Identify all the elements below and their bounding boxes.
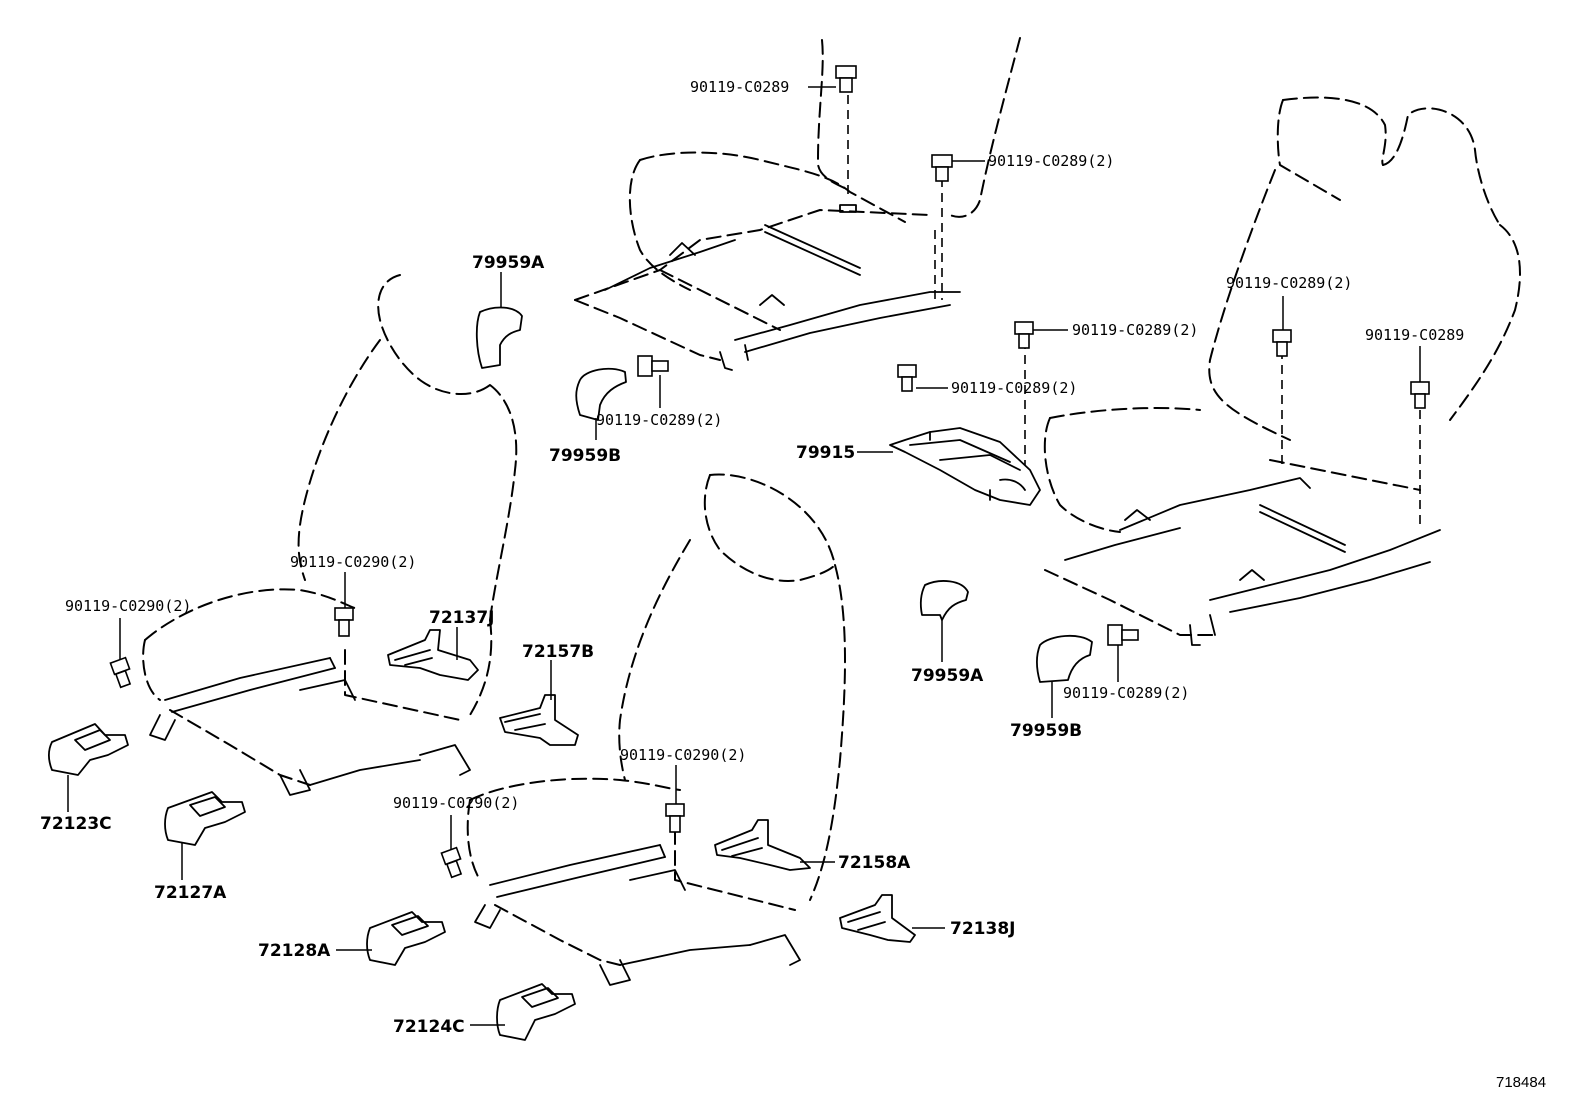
bracket-79915 — [889, 427, 1041, 506]
cover-79959A-mid — [919, 580, 969, 621]
label-bolt-mid-a: 90119-C0290(2) — [620, 746, 746, 764]
label-bolt-left-b: 90119-C0290(2) — [290, 553, 416, 571]
label-79959A-mid: 79959A — [911, 666, 984, 686]
label-72138J: 72138J — [950, 919, 1015, 939]
label-72124C: 72124C — [393, 1017, 465, 1037]
parts — [48, 306, 1093, 1041]
bolt-icon — [334, 607, 354, 637]
label-bolt-right-a: 90119-C0289(2) — [1226, 274, 1352, 292]
top-center-seat — [574, 37, 1021, 371]
bolt-icon — [637, 355, 669, 377]
label-79959A-top: 79959A — [472, 253, 545, 273]
label-bolt-center-under: 90119-C0289(2) — [596, 411, 722, 429]
hinge-72158A — [714, 819, 811, 871]
label-72128A: 72128A — [258, 941, 331, 961]
cover-79959B-mid — [1036, 635, 1093, 683]
middle-seat — [466, 473, 846, 986]
bolt-icon — [1014, 321, 1034, 349]
label-bolt-top-right: 90119-C0289(2) — [988, 152, 1114, 170]
label-72123C: 72123C — [40, 814, 112, 834]
bolt-icon — [1410, 381, 1430, 409]
bolt-icon — [835, 65, 857, 93]
cover-72127A — [164, 791, 246, 846]
labels: 90119-C0289 90119-C0289(2) 90119-C0289(2… — [40, 78, 1546, 1091]
label-bolt-left-a: 90119-C0290(2) — [65, 597, 191, 615]
bolt-icon — [665, 803, 685, 833]
bolt-icon — [897, 364, 917, 392]
reference-number: 718484 — [1496, 1074, 1546, 1091]
leaders — [67, 86, 1421, 1026]
bolts — [109, 65, 1430, 879]
hinge-72157B — [499, 694, 579, 746]
hinge-72138J — [839, 894, 916, 943]
label-bolt-right-b: 90119-C0289 — [1365, 326, 1464, 344]
label-72137J: 72137J — [429, 608, 494, 628]
label-bolt-center-right: 90119-C0289(2) — [1072, 321, 1198, 339]
label-bolt-mid-b: 90119-C0290(2) — [393, 794, 519, 812]
label-79959B-top: 79959B — [549, 446, 621, 466]
cover-72128A — [366, 911, 446, 966]
bolt-icon — [931, 154, 953, 182]
label-72158A: 72158A — [838, 853, 911, 873]
right-seat — [1024, 96, 1521, 646]
bolt-icon — [440, 846, 463, 879]
bolt-icon — [1107, 624, 1139, 646]
cover-79959B-top — [575, 367, 627, 421]
cover-79959A-top — [475, 306, 523, 369]
label-bolt-top-center: 90119-C0289 — [690, 78, 789, 96]
label-bolt-right-bottom: 90119-C0289(2) — [1063, 684, 1189, 702]
label-79915: 79915 — [796, 443, 855, 463]
label-72157B: 72157B — [522, 642, 594, 662]
label-79959B-mid: 79959B — [1010, 721, 1082, 741]
label-72127A: 72127A — [154, 883, 227, 903]
hinge-72137J — [387, 629, 479, 681]
left-seat — [142, 274, 518, 796]
bolt-icon — [109, 656, 132, 689]
bolt-icon — [1272, 329, 1292, 357]
label-bolt-center-mid: 90119-C0289(2) — [951, 379, 1077, 397]
